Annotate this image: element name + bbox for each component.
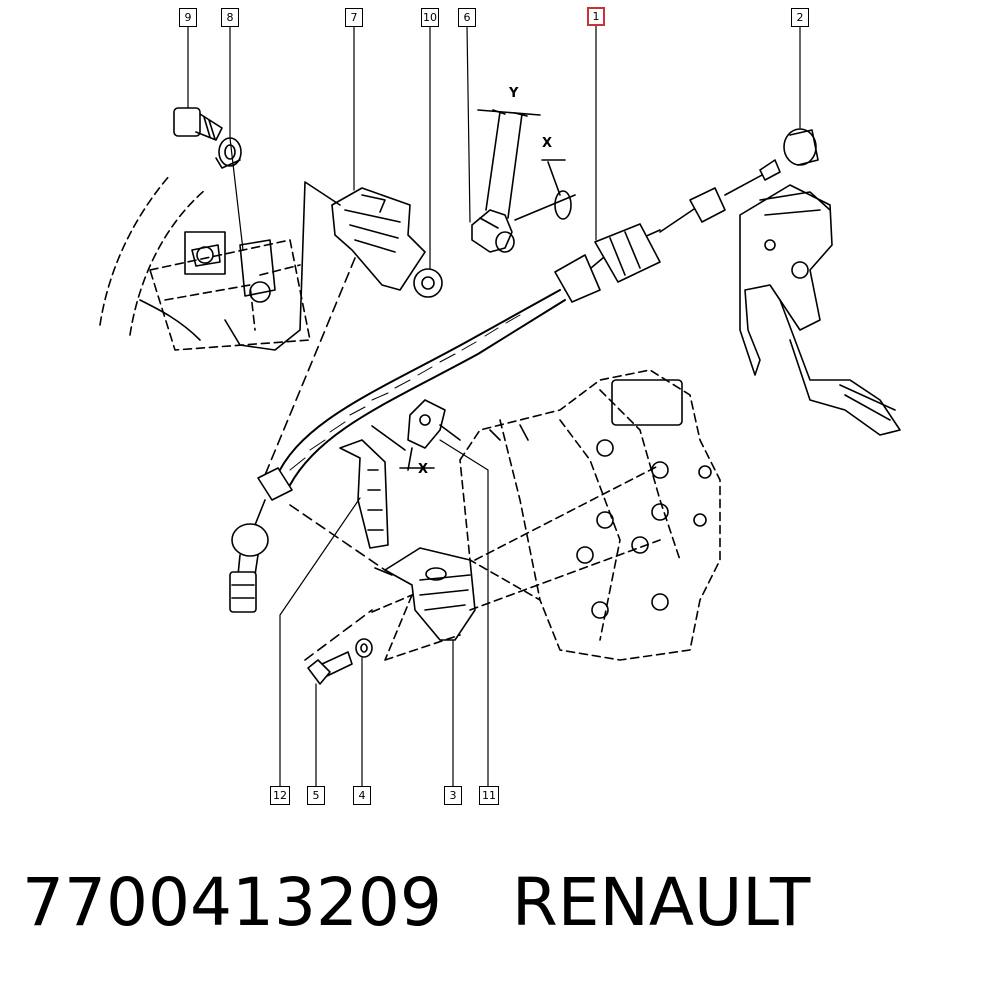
nut-10 bbox=[413, 268, 443, 298]
callout-9: 9 bbox=[179, 8, 197, 27]
dimension-y-lines bbox=[477, 109, 541, 219]
exploded-parts-diagram bbox=[99, 25, 901, 787]
caption: 7700413209 RENAULT bbox=[22, 858, 810, 948]
leader-bracket-7 bbox=[299, 181, 341, 331]
cable-end-grommet bbox=[229, 467, 293, 613]
callout-leader-lines bbox=[187, 25, 801, 787]
dimension-x-bottom-lines bbox=[371, 425, 435, 471]
bolt-5 bbox=[307, 651, 353, 685]
callout-10: 10 bbox=[421, 8, 439, 27]
clip-7 bbox=[331, 187, 426, 291]
washer-8 bbox=[215, 137, 242, 169]
dimension-label-x-bottom: X bbox=[418, 462, 429, 477]
dimension-x-top-lines bbox=[514, 159, 576, 221]
bracket-3 bbox=[374, 547, 476, 641]
callout-2: 2 bbox=[791, 8, 809, 27]
washer-4 bbox=[355, 638, 373, 658]
gearbox-details bbox=[139, 231, 301, 351]
callout-12: 12 bbox=[270, 786, 290, 805]
callout-3: 3 bbox=[444, 786, 462, 805]
dimension-label-x-top: X bbox=[542, 136, 553, 151]
clutch-cable-1 bbox=[274, 159, 781, 486]
bolt-9 bbox=[173, 107, 223, 141]
pedal-assembly bbox=[739, 184, 901, 436]
callout-4: 4 bbox=[353, 786, 371, 805]
brand-name: RENAULT bbox=[511, 864, 811, 941]
bracket-3-dashed-frame bbox=[371, 464, 661, 661]
fork-fitting-11 bbox=[407, 399, 461, 449]
assembly-dashed-lines bbox=[264, 257, 386, 661]
clip-6 bbox=[471, 209, 515, 253]
dimension-label-y: Y bbox=[509, 86, 519, 101]
callout-5: 5 bbox=[307, 786, 325, 805]
engine-block-outline bbox=[459, 369, 721, 661]
engine-block-details bbox=[489, 379, 712, 619]
callout-1-highlighted: 1 bbox=[587, 7, 605, 26]
callout-11: 11 bbox=[479, 786, 499, 805]
callout-8: 8 bbox=[221, 8, 239, 27]
callout-7: 7 bbox=[345, 8, 363, 27]
part-number: 7700413209 bbox=[22, 864, 442, 941]
pedal-boot-2 bbox=[783, 128, 819, 166]
callout-6: 6 bbox=[458, 8, 476, 27]
bracket-plate-12 bbox=[339, 439, 389, 549]
